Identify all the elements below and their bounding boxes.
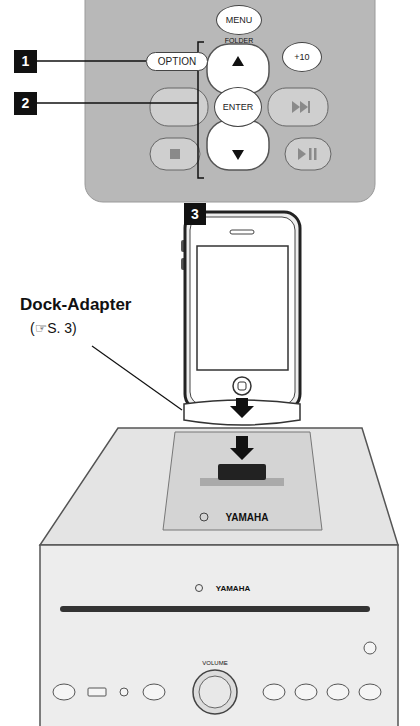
unit-top — [40, 428, 398, 545]
ir-button — [364, 642, 376, 654]
volume-knob — [193, 670, 237, 714]
control-label: VOLUME — [202, 660, 227, 666]
left-button — [150, 88, 208, 126]
node-text: 3 — [191, 206, 199, 222]
menu-button: MENU — [216, 5, 262, 35]
down-arrow — [230, 436, 254, 460]
phone-body — [185, 212, 300, 410]
volume-knob-inner — [199, 676, 231, 708]
skip-symbol — [292, 101, 310, 113]
enter-button: ENTER — [214, 87, 262, 127]
node-text: 2 — [22, 95, 30, 111]
yamaha-logo — [196, 585, 203, 592]
leader-line — [92, 346, 182, 410]
node-text: MENU — [226, 15, 253, 25]
callout-number: 2 — [14, 92, 37, 115]
plus10-button: +10 — [282, 42, 322, 72]
leader-line — [37, 102, 198, 104]
callout-number: 1 — [14, 50, 37, 73]
phone-screen — [197, 246, 288, 370]
cd-slot — [60, 606, 370, 612]
callout-number: 3 — [184, 203, 206, 225]
home-button — [233, 377, 251, 395]
part-name: Dock-Adapter — [20, 295, 131, 315]
brand-logo: YAMAHA — [216, 584, 250, 593]
option-button: OPTION — [146, 52, 208, 71]
node-text: OPTION — [158, 56, 196, 67]
up-arrow — [232, 56, 244, 66]
node-text: ENTER — [223, 102, 254, 112]
home-symbol — [238, 382, 246, 390]
folder-label: FOLDER — [225, 37, 253, 44]
dock-recess — [163, 432, 322, 530]
leader-line — [37, 60, 146, 62]
down-arrow — [232, 150, 244, 160]
stop-symbol — [170, 149, 180, 159]
play-button — [285, 138, 331, 170]
node-text: +10 — [294, 52, 309, 62]
page-reference: (☞S. 3) — [30, 320, 77, 336]
phone-front — [190, 217, 295, 405]
play-pause-symbol — [298, 148, 317, 160]
phone-speaker — [230, 230, 254, 234]
dock-connector — [218, 464, 266, 480]
stop-button — [150, 138, 200, 170]
skip-button — [268, 88, 328, 126]
down-button — [207, 120, 269, 170]
remote-panel — [85, 0, 375, 202]
node-text: 1 — [22, 53, 30, 69]
down-arrow — [230, 398, 254, 418]
brand-logo: YAMAHA — [226, 512, 269, 523]
yamaha-logo — [200, 513, 208, 521]
unit-front — [40, 545, 398, 726]
